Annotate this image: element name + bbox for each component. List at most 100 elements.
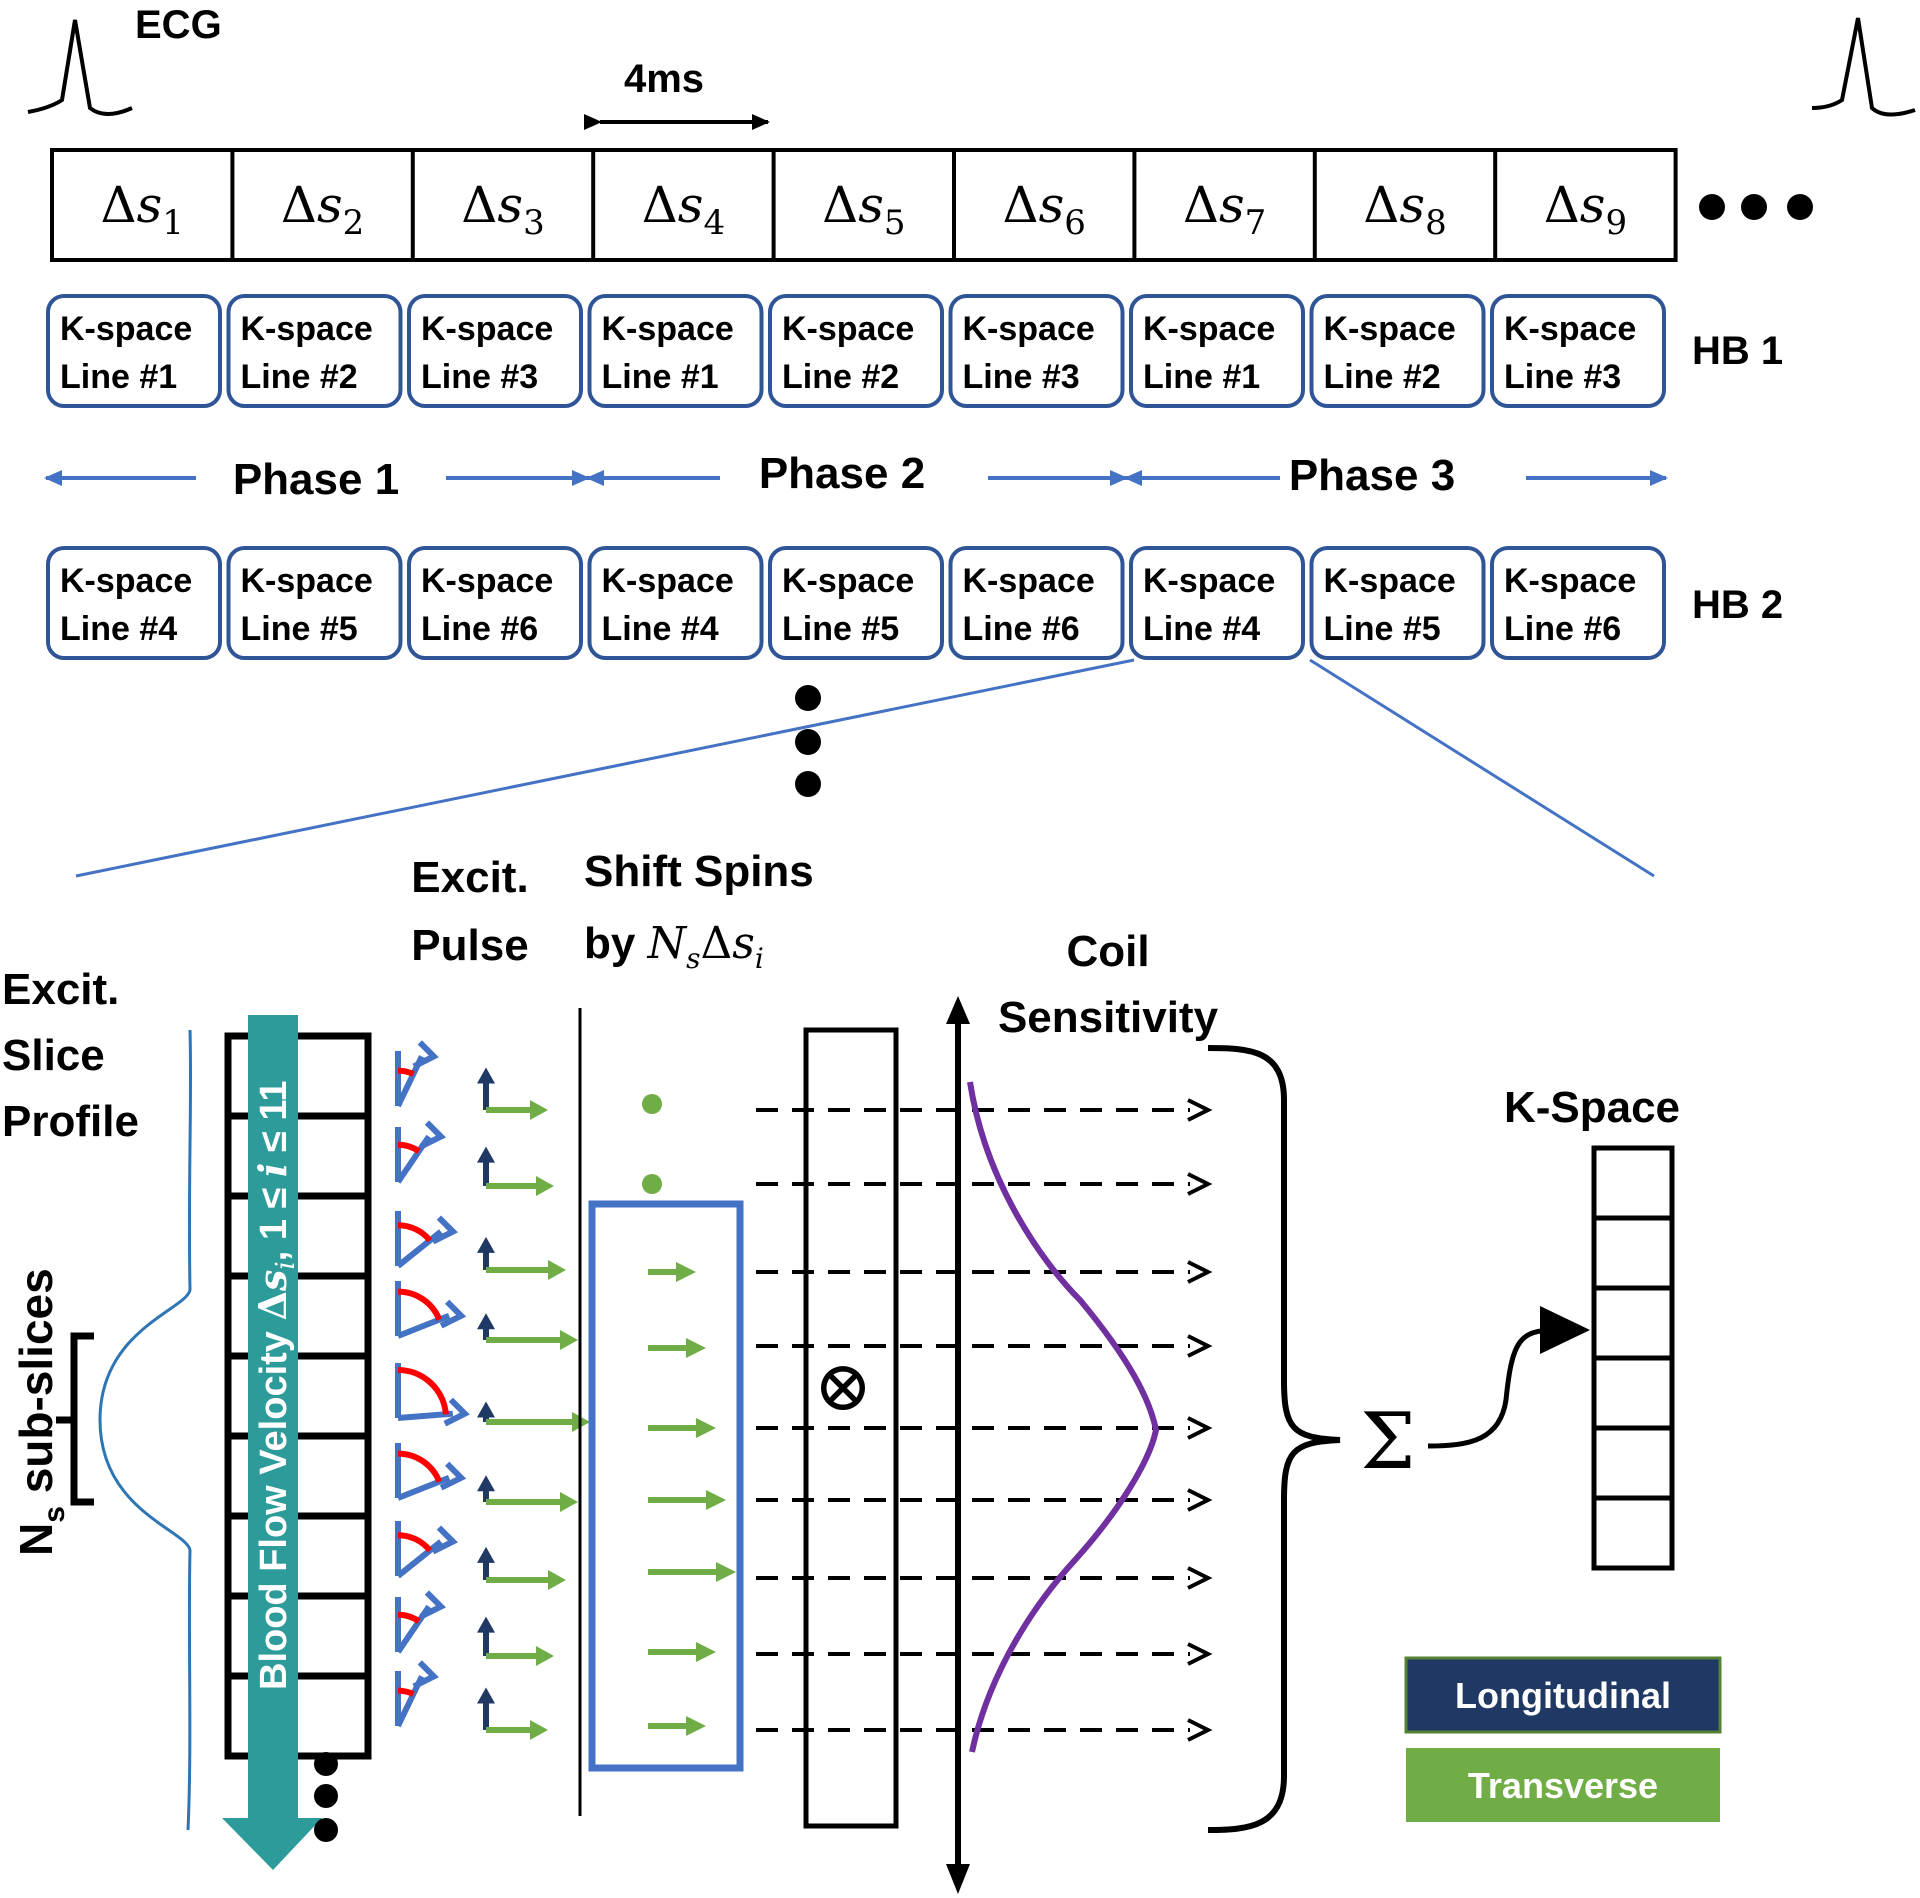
dashed-arrow: [756, 1642, 1213, 1666]
svg-text:K-space: K-space: [1143, 310, 1275, 348]
svg-text:Line #2: Line #2: [782, 358, 899, 396]
svg-text:K-space: K-space: [421, 310, 553, 348]
ellipsis-dots-right: [1699, 194, 1813, 220]
coil-sensitivity-curve: [967, 1081, 1160, 1753]
sum-brace: [1207, 1045, 1341, 1833]
pulse-vector-group: [395, 1211, 566, 1280]
svg-text:K-space: K-space: [421, 562, 553, 600]
svg-text:by NsΔsi: by NsΔsi: [584, 918, 764, 975]
pulse-vector-group: [395, 1590, 554, 1666]
dashed-arrow: [756, 1172, 1213, 1196]
svg-text:Coil: Coil: [1066, 927, 1149, 976]
ecg-waveform-left: [27, 19, 133, 116]
hb1-label: HB 1: [1692, 329, 1783, 373]
svg-text:Line #5: Line #5: [1324, 610, 1441, 648]
svg-text:Line #4: Line #4: [602, 610, 719, 648]
legend-longitudinal-label: Longitudinal: [1455, 1675, 1671, 1716]
kspace-cell: [1591, 1145, 1675, 1221]
dashed-arrow: [756, 1566, 1213, 1590]
svg-text:K-space: K-space: [241, 310, 373, 348]
dashed-arrow: [756, 1488, 1213, 1512]
kspace-grid: [1591, 1145, 1675, 1571]
slice-cell-label: Δs6: [1002, 176, 1085, 243]
excit-pulse-label: Excit. Pulse: [411, 853, 528, 970]
svg-text:Line #6: Line #6: [963, 610, 1080, 648]
ellipsis-dots-vertical: [795, 685, 821, 797]
legend: Longitudinal Transverse: [1404, 1656, 1722, 1822]
spin-arrow: [648, 1490, 726, 1510]
hb2-label: HB 2: [1692, 583, 1783, 627]
ecg-waveform-right: [1811, 17, 1916, 117]
pulse-vector-group: [395, 1363, 590, 1432]
pulse-vector-group: [395, 1040, 548, 1120]
svg-text:Sensitivity: Sensitivity: [998, 993, 1219, 1042]
svg-text:Excit.: Excit.: [411, 853, 528, 902]
sum-to-kspace-arrow: [1427, 1327, 1557, 1449]
svg-text:K-space: K-space: [602, 562, 734, 600]
kspace-cell: [1591, 1215, 1675, 1291]
slice-cell-label: Δs2: [281, 176, 364, 243]
slice-cell-label: Δs9: [1544, 176, 1627, 243]
pulse-vector-group: [395, 1120, 554, 1196]
slice-cell-label: Δs7: [1183, 176, 1266, 243]
slice-cell-label: Δs8: [1363, 176, 1446, 243]
svg-text:Line #5: Line #5: [782, 610, 899, 648]
dashed-arrow: [756, 1260, 1213, 1284]
pulse-vector-group: [395, 1281, 578, 1350]
svg-text:Line #3: Line #3: [421, 358, 538, 396]
shift-spins-label: Shift Spins by NsΔsi: [584, 847, 814, 975]
svg-text:Pulse: Pulse: [411, 921, 528, 970]
slice-cell-label: Δs5: [822, 176, 905, 243]
dashed-arrow: [756, 1416, 1213, 1440]
svg-text:Slice: Slice: [2, 1031, 105, 1080]
slice-cell-label: Δs1: [100, 176, 183, 243]
dashed-arrow: [756, 1718, 1213, 1742]
phase-3-label: Phase 3: [1289, 451, 1455, 500]
kspace-cell: [1591, 1495, 1675, 1571]
zoom-line-right: [1309, 658, 1655, 878]
spin-arrow: [648, 1716, 706, 1736]
svg-text:Line #3: Line #3: [1504, 358, 1621, 396]
svg-text:K-space: K-space: [602, 310, 734, 348]
shifted-spins: [588, 1094, 744, 1772]
legend-transverse-label: Transverse: [1468, 1765, 1658, 1806]
phase-1-label: Phase 1: [233, 455, 399, 504]
svg-text:Line #3: Line #3: [963, 358, 1080, 396]
svg-text:K-space: K-space: [963, 562, 1095, 600]
ecg-label: ECG: [135, 3, 222, 47]
stack-ellipsis-dots: [314, 1752, 338, 1842]
shift-window: [588, 1200, 744, 1772]
spin-arrow: [648, 1338, 706, 1358]
blood-flow-arrow: [222, 1015, 322, 1870]
spin-dot: [642, 1174, 662, 1194]
svg-text:Line #5: Line #5: [241, 610, 358, 648]
svg-text:Line #4: Line #4: [60, 610, 177, 648]
spin-dot: [642, 1094, 662, 1114]
svg-text:K-space: K-space: [1324, 310, 1456, 348]
subslice-bracket: [56, 1332, 94, 1506]
svg-text:K-space: K-space: [1324, 562, 1456, 600]
legend-transverse-swatch: [1406, 1748, 1720, 1822]
svg-text:K-space: K-space: [60, 310, 192, 348]
svg-text:Line #2: Line #2: [241, 358, 358, 396]
svg-text:Line #1: Line #1: [60, 358, 177, 396]
slice-cell-label: Δs3: [461, 176, 544, 243]
zoom-line-left: [75, 658, 1135, 878]
